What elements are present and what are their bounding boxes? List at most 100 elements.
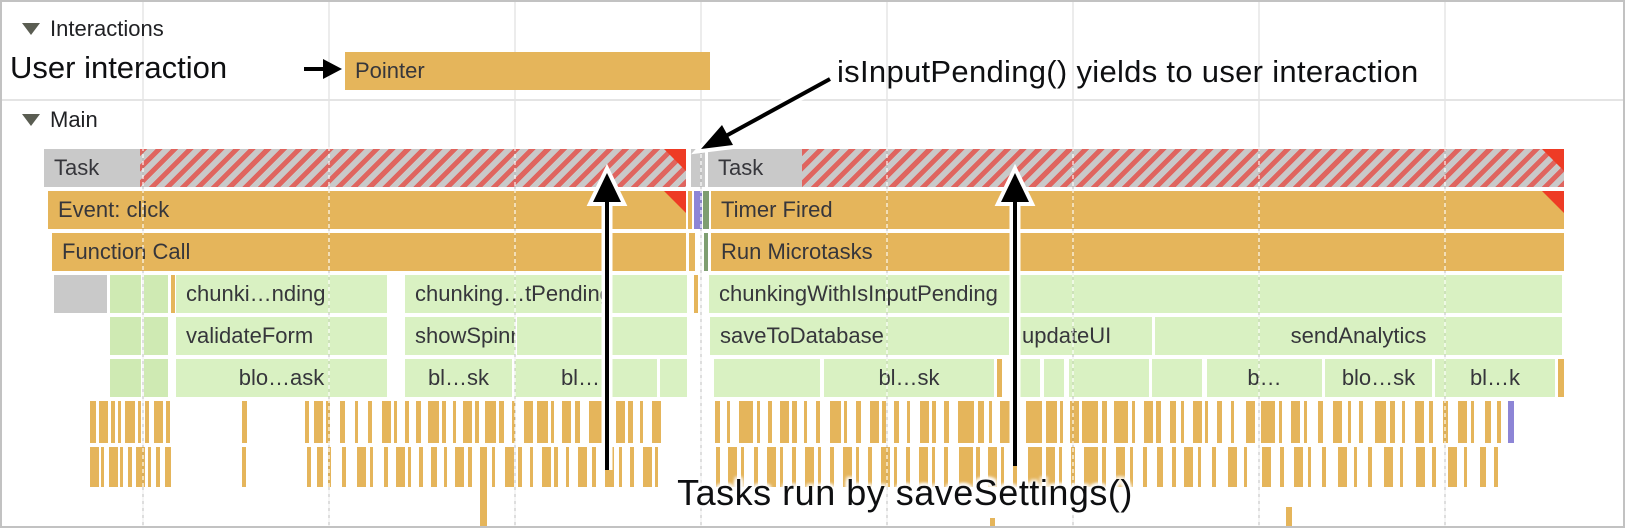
activity-tick[interactable] [1448,447,1457,487]
sliver[interactable] [689,233,695,271]
activity-tick[interactable] [1130,447,1133,487]
activity-tick[interactable] [816,401,820,443]
activity-tick[interactable] [1429,401,1433,443]
activity-tick[interactable] [1308,447,1311,487]
activity-tick[interactable] [868,447,872,487]
activity-tick[interactable] [1026,401,1042,443]
activity-tick[interactable] [1084,447,1098,487]
js-frame[interactable]: saveToDatabase [710,317,1009,355]
js-frame[interactable] [144,359,168,397]
activity-tick[interactable] [1116,447,1125,487]
activity-tick[interactable] [1280,447,1284,487]
activity-tick[interactable] [118,401,121,443]
activity-tick[interactable] [830,401,841,443]
activity-tick[interactable] [551,401,554,443]
activity-tick[interactable] [989,401,992,443]
activity-tick[interactable] [1497,401,1501,443]
activity-tick[interactable] [1114,401,1128,443]
activity-tick[interactable] [1464,447,1467,487]
sliver[interactable] [704,233,708,271]
activity-tick[interactable] [767,447,776,487]
activity-tick[interactable] [499,401,504,443]
activity-tick[interactable] [1402,401,1405,443]
activity-tick[interactable] [138,401,141,443]
activity-tick[interactable] [589,401,603,443]
activity-tick[interactable] [165,447,171,487]
activity-tick[interactable] [715,401,720,443]
activity-tick[interactable] [856,401,861,443]
activity-tick[interactable] [1172,447,1176,487]
activity-tick[interactable] [405,401,409,443]
activity-tick[interactable] [1416,447,1425,487]
activity-tick[interactable] [978,401,984,443]
activity-tick[interactable] [408,447,411,487]
js-frame[interactable] [1044,359,1064,397]
activity-tick[interactable] [619,447,622,487]
activity-tick[interactable] [1144,401,1153,443]
activity-tick[interactable] [792,401,797,443]
activity-tick[interactable] [1471,401,1474,443]
activity-tick[interactable] [856,447,859,487]
js-frame[interactable] [660,359,687,397]
activity-tick[interactable] [1359,401,1363,443]
js-frame[interactable]: bl…sk [405,359,512,397]
interactions-track-header[interactable]: Interactions [22,16,164,42]
activity-tick[interactable] [342,447,346,487]
activity-tick[interactable] [628,401,633,443]
activity-tick[interactable] [562,401,571,443]
activity-tick[interactable] [145,401,149,443]
activity-tick[interactable] [1244,447,1247,487]
activity-tick[interactable] [1480,447,1486,487]
js-frame[interactable] [110,275,141,313]
js-frame[interactable]: showSpinner [405,317,515,355]
activity-tick[interactable] [1156,401,1161,443]
activity-tick[interactable] [1485,401,1491,443]
activity-tick[interactable] [944,447,948,487]
activity-tick[interactable] [906,447,910,487]
activity-tick[interactable] [1368,447,1372,487]
activity-tick[interactable] [1291,401,1300,443]
activity-tick[interactable] [357,447,366,487]
activity-tick[interactable] [1205,401,1208,443]
activity-tick[interactable] [431,447,437,487]
activity-tick[interactable] [99,401,108,443]
sliver[interactable] [694,191,702,229]
activity-tick[interactable] [804,401,807,443]
activity-tick[interactable] [480,447,487,526]
activity-tick[interactable] [1082,401,1098,443]
activity-tick[interactable] [468,447,472,487]
activity-tick[interactable] [919,447,928,487]
activity-tick[interactable] [1390,401,1395,443]
activity-tick[interactable] [524,401,533,443]
activity-tick[interactable] [932,401,936,443]
activity-tick[interactable] [314,401,323,443]
js-frame[interactable]: bl…k [515,359,657,397]
activity-tick[interactable] [1304,401,1307,443]
activity-tick[interactable] [242,401,247,443]
sliver[interactable] [703,191,709,229]
activity-tick[interactable] [384,447,388,487]
activity-tick[interactable] [780,401,789,443]
activity-tick[interactable] [1060,401,1063,443]
activity-tick[interactable] [475,401,479,443]
activity-tick[interactable] [1354,447,1357,487]
activity-tick[interactable] [537,401,548,443]
activity-tick[interactable] [1348,401,1351,443]
activity-tick[interactable] [317,447,323,487]
main-track-header[interactable]: Main [22,107,98,133]
activity-tick[interactable] [1494,447,1498,487]
activity-tick[interactable] [716,447,720,487]
activity-tick[interactable] [120,447,123,487]
activity-tick[interactable] [1212,447,1216,487]
activity-tick[interactable] [870,401,879,443]
activity-tick[interactable] [728,447,737,487]
js-frame[interactable] [144,275,168,313]
activity-tick[interactable] [90,401,96,443]
activity-tick[interactable] [575,401,580,443]
activity-tick[interactable] [1384,447,1393,487]
activity-tick[interactable] [1014,401,1019,443]
activity-tick[interactable] [727,401,730,443]
activity-tick[interactable] [1000,401,1011,443]
js-frame[interactable] [714,359,820,397]
activity-tick[interactable] [1322,447,1326,487]
